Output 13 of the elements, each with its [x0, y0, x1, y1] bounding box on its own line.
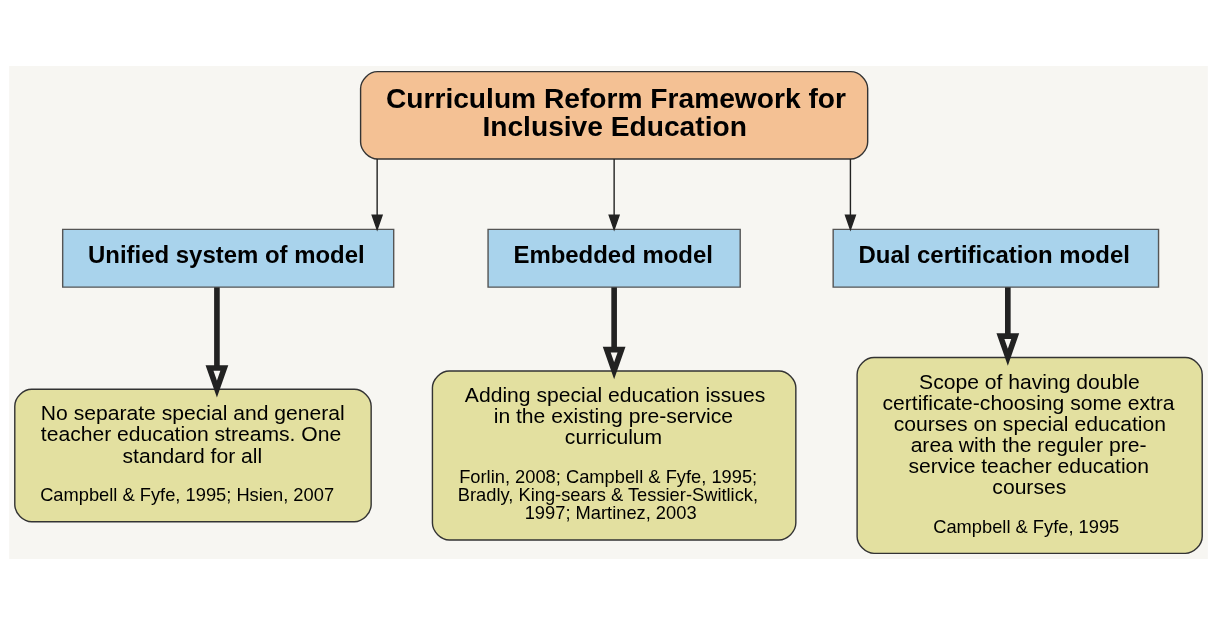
node-box: Scope of having double certificate-choosing some extra courses on special education area with the reguler pre-service teacher education courses Campbell & Fyfe, 1995	[856, 356, 1203, 555]
arrow	[844, 158, 857, 232]
arrow	[371, 158, 384, 232]
arrow	[996, 287, 1020, 366]
node-box: Dual certification model	[832, 228, 1160, 288]
arrow	[602, 287, 626, 380]
arrow	[608, 158, 621, 232]
node-box: Unified system of model	[61, 228, 395, 288]
node-box: Adding special education issues in the existing pre-service curriculum Forlin, 2008; Campbell & Fyfe, 1995; Bradly, King-sears & Tessier-Switlick, 1997; Martinez, 2003	[431, 370, 797, 541]
node-box: Curriculum Reform Framework for Inclusive Education	[359, 70, 869, 160]
node-box: No separate special and general teacher education streams. One standard for all Campbell & Fyfe, 1995; Hsien, 2007	[14, 388, 372, 523]
arrow	[205, 287, 229, 398]
node-box: Embedded model	[487, 228, 741, 288]
